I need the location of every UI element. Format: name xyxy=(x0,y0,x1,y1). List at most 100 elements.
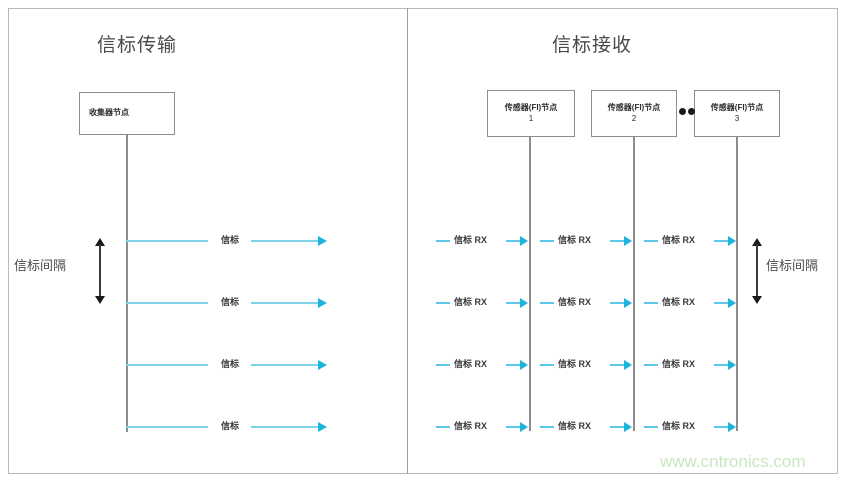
beacon-arrow-icon xyxy=(318,236,327,246)
node-box-collector-label: 收集器节点 xyxy=(89,108,129,118)
arrow-shaft xyxy=(756,244,758,298)
rx-stem xyxy=(506,426,520,428)
rx-cell: 信标 RX xyxy=(540,296,634,310)
beacon-line-segment xyxy=(251,426,319,428)
panel-title-beacon-reception: 信标接收 xyxy=(552,35,633,56)
rx-tick-icon xyxy=(540,426,554,428)
dot-icon xyxy=(688,108,695,115)
beacon-line-segment xyxy=(126,364,208,366)
rx-label: 信标 RX xyxy=(454,297,488,307)
panel-title-beacon-transmission: 信标传输 xyxy=(97,35,178,56)
rx-stem xyxy=(610,302,624,304)
rx-label: 信标 RX xyxy=(662,359,696,369)
lifeline-collector xyxy=(126,135,128,432)
rx-cell: 信标 RX xyxy=(436,234,530,248)
rx-arrow-icon xyxy=(520,422,528,432)
node-box-sensor-1-index: 1 xyxy=(528,113,534,123)
rx-stem xyxy=(506,240,520,242)
rx-arrow-icon xyxy=(624,360,632,370)
rx-tick-icon xyxy=(436,302,450,304)
rx-cell: 信标 RX xyxy=(436,420,530,434)
beacon-row: 信标 xyxy=(126,358,332,372)
beacon-row: 信标 xyxy=(126,420,332,434)
rx-arrow-icon xyxy=(520,236,528,246)
rx-label: 信标 RX xyxy=(558,421,592,431)
rx-stem xyxy=(714,240,728,242)
rx-stem xyxy=(714,426,728,428)
rx-cell: 信标 RX xyxy=(540,358,634,372)
beacon-label: 信标 xyxy=(220,359,239,369)
rx-cell: 信标 RX xyxy=(436,358,530,372)
rx-tick-icon xyxy=(436,364,450,366)
rx-label: 信标 RX xyxy=(454,359,488,369)
lifeline-sensor-2 xyxy=(633,137,635,431)
rx-tick-icon xyxy=(540,240,554,242)
rx-tick-icon xyxy=(644,302,658,304)
rx-arrow-icon xyxy=(624,236,632,246)
beacon-arrow-icon xyxy=(318,422,327,432)
rx-label: 信标 RX xyxy=(558,297,592,307)
rx-tick-icon xyxy=(436,426,450,428)
rx-label: 信标 RX xyxy=(558,359,592,369)
rx-stem xyxy=(714,364,728,366)
rx-arrow-icon xyxy=(624,298,632,308)
arrow-shaft xyxy=(99,244,101,298)
node-box-sensor-2-name: 传感器(FI)节点 xyxy=(607,102,661,112)
rx-cell: 信标 RX xyxy=(644,234,738,248)
beacon-line-segment xyxy=(126,240,208,242)
rx-label: 信标 RX xyxy=(454,235,488,245)
arrow-up-icon xyxy=(95,238,105,246)
arrow-down-icon xyxy=(95,296,105,304)
rx-label: 信标 RX xyxy=(662,297,696,307)
rx-cell: 信标 RX xyxy=(436,296,530,310)
node-box-sensor-3[interactable]: 传感器(FI)节点 3 xyxy=(694,90,780,137)
rx-cell: 信标 RX xyxy=(540,420,634,434)
lifeline-sensor-1 xyxy=(529,137,531,431)
beacon-line-segment xyxy=(251,240,319,242)
node-box-sensor-2-index: 2 xyxy=(631,113,637,123)
rx-stem xyxy=(610,240,624,242)
beacon-line-segment xyxy=(251,364,319,366)
arrow-down-icon xyxy=(752,296,762,304)
beacon-label: 信标 xyxy=(220,297,239,307)
rx-arrow-icon xyxy=(624,422,632,432)
node-box-collector[interactable]: 收集器节点 xyxy=(79,92,175,135)
node-box-sensor-3-index: 3 xyxy=(734,113,740,123)
rx-label: 信标 RX xyxy=(454,421,488,431)
beacon-interval-label-right: 信标间隔 xyxy=(766,258,819,273)
panel-divider xyxy=(407,8,408,474)
rx-stem xyxy=(506,364,520,366)
rx-tick-icon xyxy=(540,364,554,366)
rx-cell: 信标 RX xyxy=(644,296,738,310)
node-box-sensor-3-name: 传感器(FI)节点 xyxy=(710,102,764,112)
rx-arrow-icon xyxy=(520,360,528,370)
rx-tick-icon xyxy=(644,364,658,366)
beacon-label: 信标 xyxy=(220,421,239,431)
rx-stem xyxy=(610,426,624,428)
node-box-sensor-1-name: 传感器(FI)节点 xyxy=(504,102,558,112)
rx-arrow-icon xyxy=(520,298,528,308)
rx-stem xyxy=(714,302,728,304)
node-box-sensor-1[interactable]: 传感器(FI)节点 1 xyxy=(487,90,575,137)
beacon-interval-label-left: 信标间隔 xyxy=(14,258,67,273)
node-box-sensor-2[interactable]: 传感器(FI)节点 2 xyxy=(591,90,677,137)
rx-label: 信标 RX xyxy=(662,421,696,431)
rx-label: 信标 RX xyxy=(558,235,592,245)
arrow-up-icon xyxy=(752,238,762,246)
beacon-arrow-icon xyxy=(318,360,327,370)
rx-cell: 信标 RX xyxy=(644,358,738,372)
rx-tick-icon xyxy=(436,240,450,242)
beacon-label: 信标 xyxy=(220,235,239,245)
rx-stem xyxy=(506,302,520,304)
rx-arrow-icon xyxy=(728,360,736,370)
rx-arrow-icon xyxy=(728,236,736,246)
rx-tick-icon xyxy=(644,426,658,428)
beacon-arrow-icon xyxy=(318,298,327,308)
rx-tick-icon xyxy=(644,240,658,242)
rx-cell: 信标 RX xyxy=(644,420,738,434)
rx-arrow-icon xyxy=(728,298,736,308)
lifeline-sensor-3 xyxy=(736,137,738,431)
beacon-row: 信标 xyxy=(126,296,332,310)
rx-arrow-icon xyxy=(728,422,736,432)
